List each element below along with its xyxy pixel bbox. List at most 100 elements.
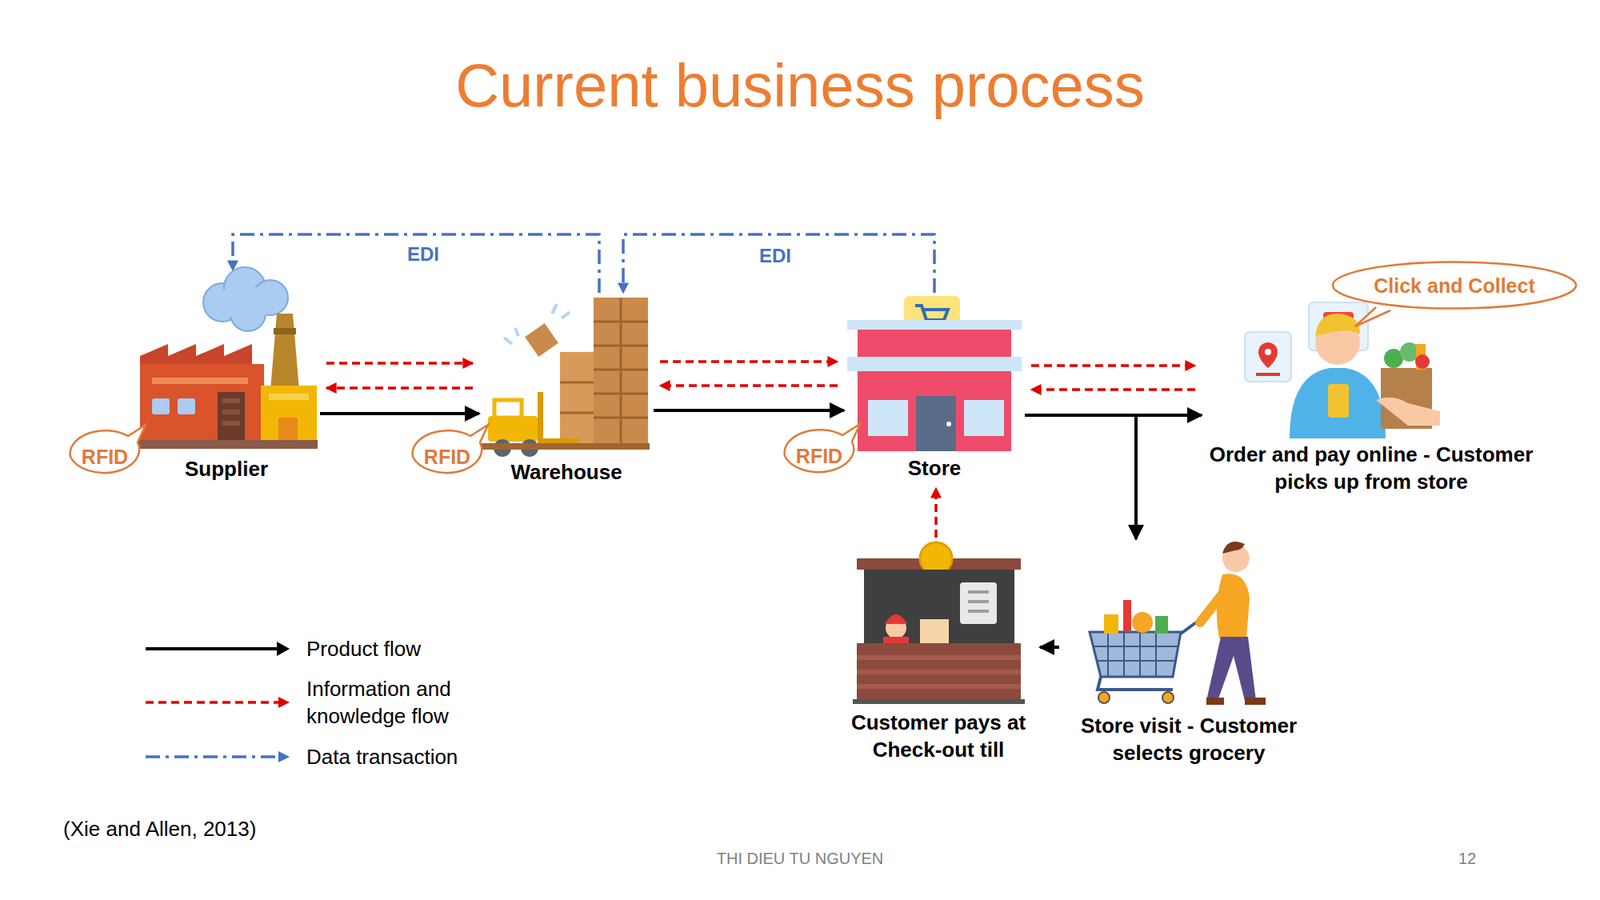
node-box: Warehouse xyxy=(480,296,652,489)
legend-samples xyxy=(145,755,280,759)
legend-text: Product flow xyxy=(306,635,479,663)
warehouse-icon xyxy=(593,297,648,444)
shopper-icon xyxy=(1098,692,1110,704)
legend-samples xyxy=(145,647,280,651)
shopper-icon xyxy=(1206,697,1224,705)
shopper-icon xyxy=(1089,541,1266,705)
icon-space xyxy=(480,296,652,459)
callout-bubble xyxy=(412,424,488,473)
title: Current business process xyxy=(0,49,1600,122)
edge-label: EDI xyxy=(404,243,442,266)
product-flow-arrow xyxy=(1024,415,1136,540)
online-order-icon xyxy=(1256,372,1280,376)
rfid-tag: RFID xyxy=(81,445,128,469)
warehouse-icon xyxy=(543,438,579,444)
shopper-icon xyxy=(1094,632,1178,677)
factory-icon xyxy=(137,440,318,449)
information-flow-arrow xyxy=(934,488,938,538)
rfid-tag: RFID xyxy=(796,444,843,468)
legend-text: Information and knowledge flow xyxy=(306,675,479,730)
store-icon xyxy=(868,400,908,436)
product-flow-arrow xyxy=(1040,645,1060,649)
store-icon xyxy=(847,356,1022,372)
warehouse-icon xyxy=(480,443,650,450)
online-order-icon xyxy=(1258,342,1278,368)
information-flow-arrow xyxy=(326,361,473,365)
product-flow-arrow xyxy=(653,408,844,412)
factory-icon xyxy=(140,364,264,442)
warehouse-icon xyxy=(488,416,538,442)
checkout-till-icon xyxy=(968,592,989,612)
shopper-icon xyxy=(1162,692,1174,704)
legend-samples xyxy=(278,751,290,763)
factory-icon xyxy=(268,393,309,400)
icon-space xyxy=(1060,540,1317,712)
factory-icon xyxy=(222,398,240,404)
checkout-till-icon xyxy=(920,619,949,645)
online-order-icon xyxy=(1289,368,1386,439)
online-order-icon xyxy=(1415,354,1430,369)
data-transaction-arrow xyxy=(623,234,935,293)
information-flow-arrow xyxy=(660,360,838,364)
factory-icon xyxy=(270,313,300,391)
warehouse-icon xyxy=(560,352,594,444)
legend-samples xyxy=(145,700,280,704)
online-order-icon xyxy=(1264,348,1272,356)
node-label: Store visit - Customer selects grocery xyxy=(1060,712,1317,767)
shopper-icon xyxy=(1123,600,1132,632)
checkout-till-icon xyxy=(884,614,908,624)
warehouse-icon xyxy=(504,304,570,344)
warehouse-icon xyxy=(480,297,650,457)
store-icon xyxy=(915,305,948,320)
factory-icon xyxy=(212,286,277,319)
warehouse-icon xyxy=(494,400,522,418)
callout-bubble xyxy=(70,262,1576,474)
checkout-till-icon xyxy=(856,643,1021,701)
factory-icon xyxy=(217,392,245,442)
warehouse-icon xyxy=(560,382,594,413)
factory-icon xyxy=(177,398,196,415)
shopper-icon xyxy=(1244,697,1266,705)
footer-text: 12 xyxy=(1458,849,1476,868)
callout-label: Click and Collect xyxy=(1373,274,1535,298)
factory-icon xyxy=(273,328,296,335)
callout-bubble xyxy=(70,424,146,473)
node-label: Warehouse xyxy=(494,458,639,486)
product-flow-arrow xyxy=(320,412,480,416)
shopper-icon xyxy=(1097,676,1173,690)
shopper-icon xyxy=(1200,592,1224,623)
store-icon xyxy=(847,320,1022,330)
shopper-icon xyxy=(1089,632,1181,677)
shopper-icon xyxy=(1155,616,1168,634)
warehouse-icon xyxy=(537,392,544,444)
callout-bubble xyxy=(784,424,860,472)
checkout-till-icon xyxy=(852,699,1025,704)
rfid-tag: RFID xyxy=(424,445,471,469)
node-box: Order and pay online - Customer picks up… xyxy=(1203,296,1540,499)
factory-icon xyxy=(260,385,317,442)
store-icon xyxy=(857,329,1012,452)
shopper-icon xyxy=(1132,612,1153,633)
online-order-icon xyxy=(1244,302,1440,439)
icon-space xyxy=(845,296,1024,455)
node-label: Order and pay online - Customer picks up… xyxy=(1203,440,1540,496)
shopper-icon xyxy=(1104,614,1119,634)
checkout-till-icon xyxy=(960,582,997,624)
citation: (Xie and Allen, 2013) xyxy=(63,816,256,842)
icon-space xyxy=(838,540,1039,709)
node-label: Store xyxy=(886,454,983,482)
edge-label: EDI xyxy=(756,244,794,268)
factory-icon xyxy=(137,267,318,449)
icon-space xyxy=(1203,296,1540,441)
factory-icon xyxy=(222,409,240,415)
factory-icon xyxy=(278,417,298,442)
store-icon xyxy=(847,296,1022,452)
online-order-icon xyxy=(1315,313,1360,336)
node-box: Store xyxy=(845,296,1024,485)
node-label: Customer pays at Check-out till xyxy=(838,708,1039,764)
store-icon xyxy=(964,400,1004,436)
legend-samples xyxy=(276,641,290,656)
legend-samples xyxy=(145,641,290,763)
store-icon xyxy=(916,396,956,452)
